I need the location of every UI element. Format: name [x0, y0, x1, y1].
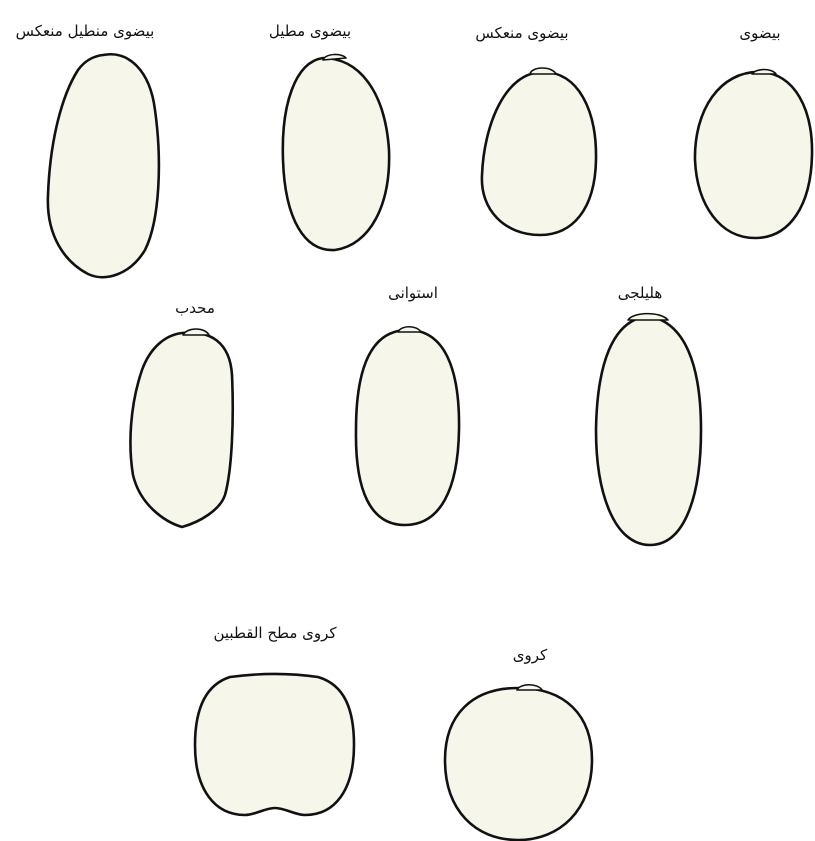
fruit-outline-ovoid — [695, 72, 812, 238]
fruit-outline-oblong-inverse — [48, 54, 159, 277]
fruit-outline-oblong-ellipsoid — [283, 58, 389, 250]
fruit-outline-oblate-globular — [195, 674, 354, 815]
fruit-outline-convex — [130, 333, 232, 527]
fruit-outline-elliptical — [596, 316, 701, 545]
shape-label-oblong-inverse: بیضوی منطیل منعکس — [16, 22, 155, 40]
fruit-outline-cylindrical — [356, 330, 459, 525]
fruit-outline-globular — [445, 688, 592, 840]
shape-label-oblate-globular: کروی مطح القطبین — [213, 624, 337, 642]
stem-cap-oblong-ellipsoid — [323, 54, 346, 60]
shape-label-cylindrical: استوانی — [388, 284, 438, 302]
stem-cap-ovoid — [752, 70, 776, 75]
stem-cap-ovoid-inverse — [530, 68, 556, 74]
shape-label-ovoid-inverse: بیضوی منعکس — [475, 24, 568, 42]
stem-cap-cylindrical — [398, 327, 421, 332]
stem-cap-convex — [183, 329, 209, 335]
shape-label-ovoid: بیضوی — [739, 24, 780, 42]
shape-label-oblong-ellipsoid: بیضوی مطیل — [269, 22, 351, 40]
shape-elliptical: هلیلجی — [596, 284, 701, 545]
shape-label-elliptical: هلیلجی — [618, 284, 663, 302]
shape-label-convex: محدب — [175, 299, 215, 317]
shape-ovoid: بیضوی — [695, 24, 812, 238]
fruit-outline-ovoid-inverse — [482, 72, 596, 235]
shape-cylindrical: استوانی — [356, 284, 459, 525]
shape-convex: محدب — [130, 299, 232, 527]
shape-label-globular: کروی — [513, 646, 548, 664]
shape-oblong-inverse: بیضوی منطیل منعکس — [16, 22, 159, 277]
stem-cap-globular — [517, 685, 542, 690]
shape-oblate-globular: کروی مطح القطبین — [195, 624, 354, 815]
shape-ovoid-inverse: بیضوی منعکس — [475, 24, 596, 235]
shape-oblong-ellipsoid: بیضوی مطیل — [269, 22, 389, 250]
stem-cap-elliptical — [628, 314, 668, 320]
shape-globular: کروی — [445, 646, 592, 840]
